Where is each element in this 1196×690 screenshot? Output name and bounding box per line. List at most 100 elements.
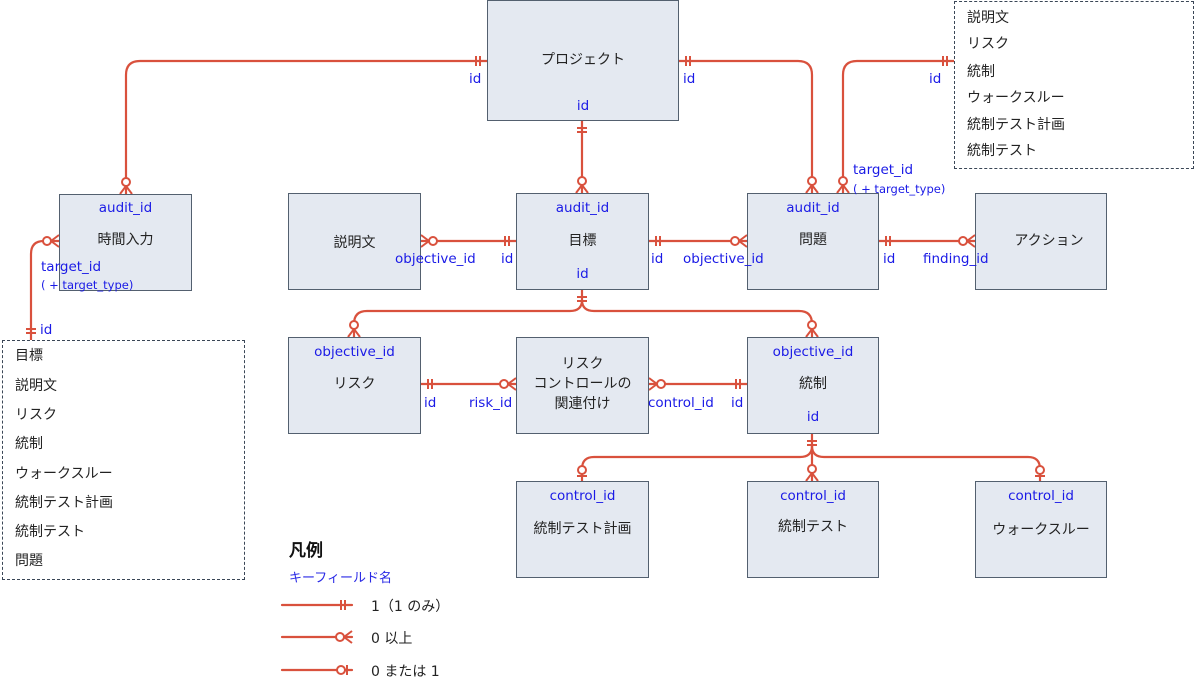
key-field: objective_id <box>683 251 764 267</box>
many-marker <box>49 234 60 248</box>
entity-risk-control-association[interactable]: リスク コントロールの 関連付け <box>516 337 649 434</box>
group-item: 統制テスト <box>967 143 1037 159</box>
key-field: id <box>576 266 589 282</box>
entity-label: プロジェクト <box>541 52 625 68</box>
entity-action[interactable]: アクション <box>975 193 1107 290</box>
key-field: id <box>424 395 437 411</box>
relationship-line <box>810 444 1042 483</box>
zero-marker <box>807 464 817 474</box>
key-field: ( + target_type) <box>41 278 134 292</box>
entity-label: 統制テスト計画 <box>533 521 632 537</box>
zero-marker <box>730 236 740 246</box>
entity-control-test-plan[interactable]: control_id 統制テスト計画 <box>516 481 649 578</box>
key-field: audit_id <box>786 200 840 216</box>
entity-label: ウォークスルー <box>992 522 1090 538</box>
many-marker <box>347 327 361 338</box>
key-field: objective_id <box>772 344 854 360</box>
group-item: 説明文 <box>15 378 57 394</box>
key-field: control_id <box>780 488 846 504</box>
many-marker <box>420 234 431 248</box>
key-field: target_id <box>853 162 914 178</box>
entity-objective[interactable]: audit_id 目標 id <box>516 193 649 290</box>
group-item: 統制テスト <box>15 524 85 540</box>
group-item: 統制テスト計画 <box>15 495 113 511</box>
key-field: objective_id <box>395 251 476 267</box>
group-item: 問題 <box>15 553 43 569</box>
group-item: リスク <box>967 36 1009 52</box>
relationship-line <box>580 432 814 483</box>
entity-finding[interactable]: audit_id 問題 <box>747 193 879 290</box>
key-field: risk_id <box>469 395 513 411</box>
legend-title: 凡例 <box>289 541 323 561</box>
entity-label: 説明文 <box>333 235 376 251</box>
many-marker <box>965 234 976 248</box>
key-field: id <box>683 71 696 87</box>
group-time-entry-targets[interactable]: 目標 説明文 リスク 統制 ウォークスルー 統制テスト計画 統制テスト 問題 <box>2 340 245 580</box>
key-field: audit_id <box>555 200 610 216</box>
many-marker <box>506 377 517 391</box>
legend-label-zero-or-more: 0 以上 <box>371 631 413 647</box>
relationship-line <box>580 298 814 339</box>
relationship-line <box>352 288 584 339</box>
key-field: audit_id <box>98 200 153 216</box>
key-field: objective_id <box>314 344 395 360</box>
entity-control[interactable]: objective_id 統制 id <box>747 337 879 434</box>
entity-label: 統制 <box>799 376 827 392</box>
group-item: 目標 <box>15 348 43 364</box>
zero-marker <box>1035 465 1045 475</box>
group-item: 統制 <box>15 436 43 452</box>
key-field: control_id <box>648 395 714 411</box>
entity-project[interactable]: プロジェクト id <box>487 0 679 121</box>
many-marker <box>805 471 819 482</box>
zero-marker <box>958 236 968 246</box>
legend-key-field: キーフィールド名 <box>289 571 392 586</box>
entity-label: リスク <box>333 376 376 392</box>
key-field: ( + target_type) <box>853 182 946 196</box>
many-marker <box>836 183 850 194</box>
relationship-line <box>841 59 956 195</box>
many-marker <box>119 184 133 195</box>
zero-marker <box>499 379 509 389</box>
group-item: リスク <box>15 407 57 423</box>
zero-marker <box>807 320 817 330</box>
group-item: 統制テスト計画 <box>967 117 1065 133</box>
key-field: id <box>40 322 53 338</box>
group-item: ウォークスルー <box>15 466 113 482</box>
entity-walkthrough[interactable]: control_id ウォークスルー <box>975 481 1107 578</box>
key-field: control_id <box>549 488 616 504</box>
entity-control-test[interactable]: control_id 統制テスト <box>747 481 879 578</box>
zero-marker <box>577 465 587 475</box>
zero-marker <box>656 379 666 389</box>
key-field: id <box>883 251 896 267</box>
key-field: id <box>576 98 590 114</box>
zero-marker <box>42 236 52 246</box>
many-marker <box>648 377 659 391</box>
many-marker <box>805 327 819 338</box>
key-field: target_id <box>41 259 102 275</box>
entity-label: 問題 <box>799 232 827 248</box>
key-field: id <box>731 395 744 411</box>
group-item: ウォークスルー <box>967 90 1065 106</box>
entity-time-entry[interactable]: audit_id audit_id 時間入力 <box>59 194 192 291</box>
many-marker <box>575 183 589 194</box>
entity-label: アクション <box>1014 233 1084 249</box>
group-finding-targets[interactable]: 説明文 リスク 統制 ウォークスルー 統制テスト計画 統制テスト <box>954 1 1194 169</box>
entity-description[interactable]: 説明文 <box>288 193 421 290</box>
legend-label-one-only: 1（1 のみ） <box>371 599 450 615</box>
many-marker <box>342 630 353 644</box>
relationship-line <box>677 59 814 195</box>
key-field: id <box>501 251 514 267</box>
key-field: id <box>929 71 942 87</box>
entity-risk[interactable]: objective_id リスク <box>288 337 421 434</box>
legend-label-zero-or-one: 0 または 1 <box>371 664 440 680</box>
zero-marker <box>336 665 346 675</box>
zero-marker <box>335 632 345 642</box>
entity-label: 目標 <box>568 233 597 249</box>
zero-marker <box>838 176 848 186</box>
key-field: id <box>651 251 664 267</box>
zero-marker <box>121 177 131 187</box>
entity-label: 時間入力 <box>97 232 154 248</box>
zero-marker <box>349 320 359 330</box>
zero-marker <box>428 236 438 246</box>
